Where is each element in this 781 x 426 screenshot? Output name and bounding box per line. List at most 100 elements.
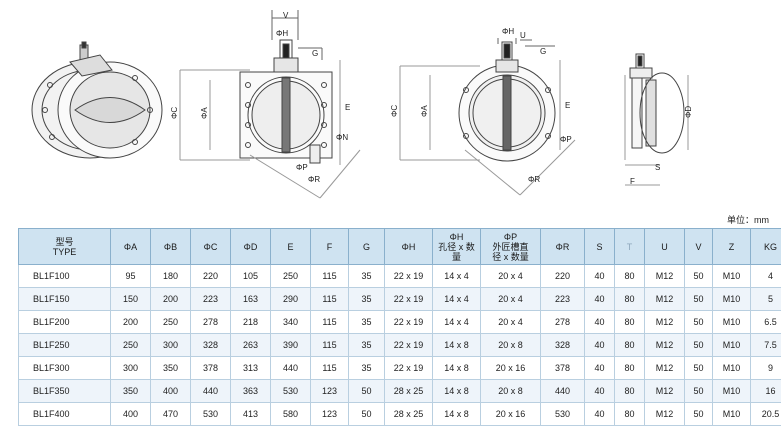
table-cell: 328 <box>541 334 585 357</box>
table-cell: 80 <box>615 380 645 403</box>
table-cell: 440 <box>191 380 231 403</box>
table-cell: 163 <box>231 288 271 311</box>
svg-text:ΦR: ΦR <box>528 175 540 184</box>
table-cell: 263 <box>231 334 271 357</box>
table-cell: 350 <box>111 380 151 403</box>
table-cell: 50 <box>685 265 713 288</box>
table-cell: 250 <box>271 265 311 288</box>
table-cell: 4 <box>751 265 781 288</box>
table-cell: M10 <box>713 380 751 403</box>
svg-text:ΦR: ΦR <box>308 175 320 184</box>
table-cell: BL1F150 <box>19 288 111 311</box>
table-cell: 20 x 4 <box>481 311 541 334</box>
header-t: T <box>615 229 645 265</box>
table-cell: 200 <box>151 288 191 311</box>
table-cell: 7.5 <box>751 334 781 357</box>
svg-text:ΦC: ΦC <box>390 105 399 117</box>
table-cell: BL1F100 <box>19 265 111 288</box>
table-cell: 35 <box>349 334 385 357</box>
table-cell: 250 <box>111 334 151 357</box>
valve-side-view: ΦD S F <box>625 54 693 186</box>
table-cell: 20 x 8 <box>481 334 541 357</box>
table-cell: 80 <box>615 334 645 357</box>
table-cell: M12 <box>645 380 685 403</box>
table-cell: 115 <box>311 357 349 380</box>
table-cell: M10 <box>713 311 751 334</box>
table-cell: 313 <box>231 357 271 380</box>
table-cell: 22 x 19 <box>385 265 433 288</box>
technical-drawings: V ΦH G ΦC ΦA E ΦN ΦP ΦR ΦH U G ΦC ΦA <box>0 0 781 205</box>
table-cell: 50 <box>685 288 713 311</box>
table-cell: 105 <box>231 265 271 288</box>
table-cell: 200 <box>111 311 151 334</box>
table-cell: 278 <box>541 311 585 334</box>
table-cell: M12 <box>645 311 685 334</box>
svg-text:V: V <box>283 11 289 20</box>
table-cell: 530 <box>271 380 311 403</box>
table-cell: 115 <box>311 311 349 334</box>
table-cell: 440 <box>271 357 311 380</box>
header-g: G <box>349 229 385 265</box>
svg-text:G: G <box>312 49 318 58</box>
table-cell: 223 <box>191 288 231 311</box>
table-cell: 328 <box>191 334 231 357</box>
table-cell: 470 <box>151 403 191 426</box>
table-cell: 22 x 19 <box>385 288 433 311</box>
table-cell: 35 <box>349 265 385 288</box>
table-cell: 6.5 <box>751 311 781 334</box>
table-cell: 20.5 <box>751 403 781 426</box>
table-cell: 80 <box>615 288 645 311</box>
header-kg: KG <box>751 229 781 265</box>
table-cell: 220 <box>191 265 231 288</box>
table-cell: 400 <box>111 403 151 426</box>
table-cell: 50 <box>685 380 713 403</box>
table-cell: M10 <box>713 357 751 380</box>
svg-text:F: F <box>630 177 635 186</box>
table-cell: M10 <box>713 334 751 357</box>
table-cell: 40 <box>585 288 615 311</box>
table-cell: 413 <box>231 403 271 426</box>
table-cell: M12 <box>645 334 685 357</box>
table-cell: M10 <box>713 288 751 311</box>
table-cell: 20 x 4 <box>481 265 541 288</box>
svg-text:ΦA: ΦA <box>420 105 429 117</box>
header-phi-d: ΦD <box>231 229 271 265</box>
table-cell: 340 <box>271 311 311 334</box>
table-cell: M12 <box>645 288 685 311</box>
table-cell: 20 x 8 <box>481 380 541 403</box>
table-cell: 50 <box>685 403 713 426</box>
table-cell: 22 x 19 <box>385 311 433 334</box>
svg-text:G: G <box>540 47 546 56</box>
table-cell: 22 x 19 <box>385 357 433 380</box>
table-cell: 14 x 4 <box>433 311 481 334</box>
table-cell: 28 x 25 <box>385 380 433 403</box>
table-cell: 440 <box>541 380 585 403</box>
valve-round-view: ΦH U G ΦC ΦA E ΦP ΦR <box>390 27 575 195</box>
table-cell: M12 <box>645 265 685 288</box>
table-cell: 40 <box>585 357 615 380</box>
table-cell: 218 <box>231 311 271 334</box>
header-v: V <box>685 229 713 265</box>
table-cell: 35 <box>349 357 385 380</box>
table-cell: 40 <box>585 311 615 334</box>
table-cell: 14 x 8 <box>433 380 481 403</box>
table-cell: 390 <box>271 334 311 357</box>
table-cell: 378 <box>191 357 231 380</box>
svg-text:U: U <box>520 31 526 40</box>
unit-label: 单位：mm <box>727 213 769 226</box>
table-cell: 350 <box>151 357 191 380</box>
header-phi-a: ΦA <box>111 229 151 265</box>
table-cell: BL1F300 <box>19 357 111 380</box>
header-s: S <box>585 229 615 265</box>
header-phi-c: ΦC <box>191 229 231 265</box>
table-cell: 35 <box>349 311 385 334</box>
table-cell: 20 x 4 <box>481 288 541 311</box>
